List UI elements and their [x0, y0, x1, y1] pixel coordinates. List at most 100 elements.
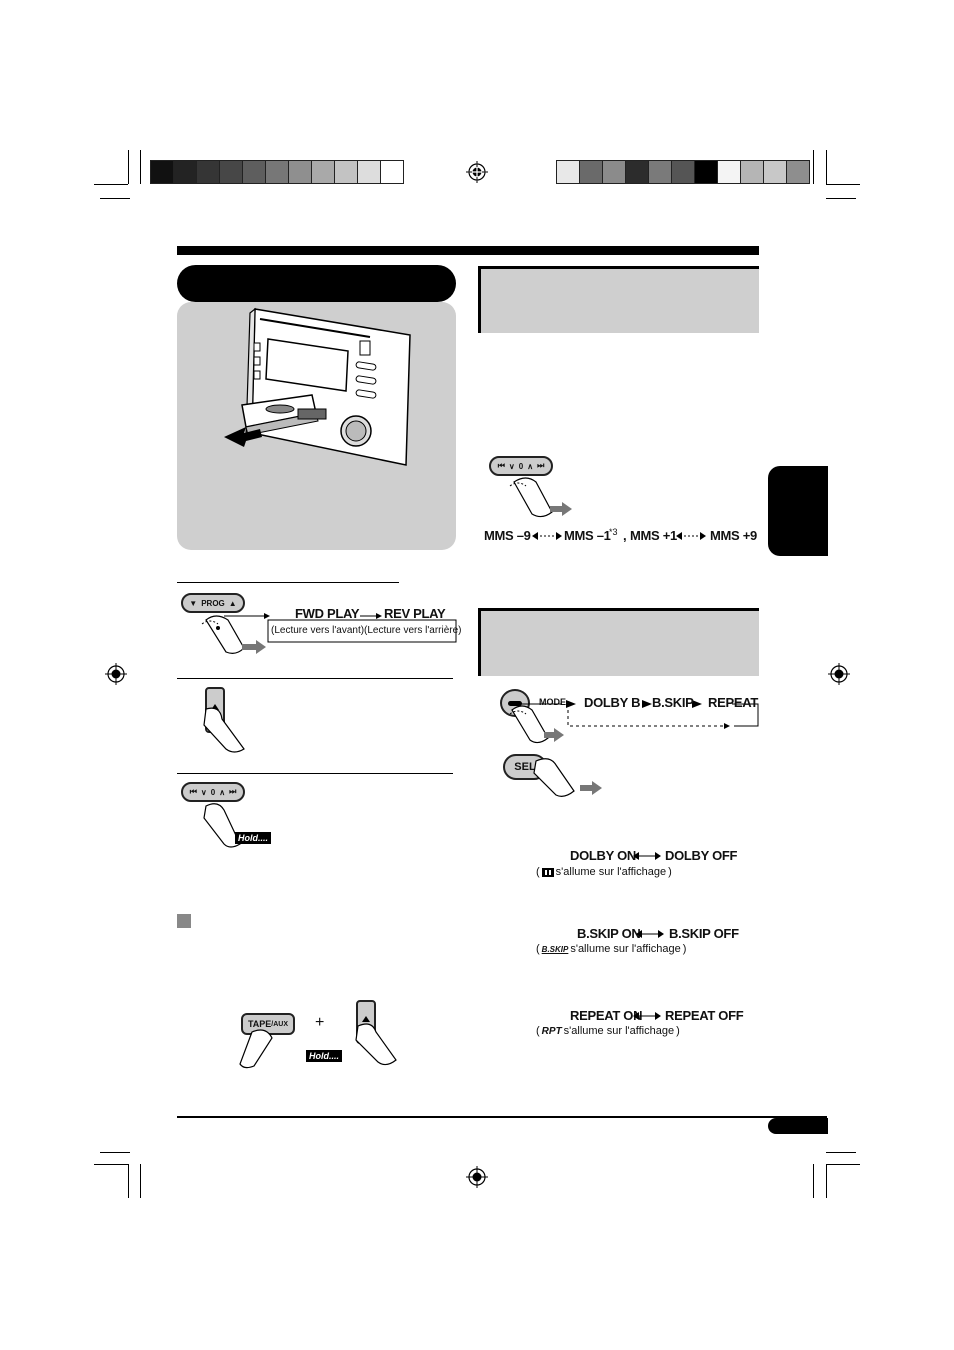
bottom-rule — [177, 1116, 827, 1118]
double-arrow-icon — [676, 532, 706, 540]
prog-down-arrow-icon: ▼ — [189, 598, 198, 608]
mms-minus1: MMS –1 — [564, 528, 611, 543]
prev-icon: ⏮ — [189, 787, 197, 796]
section-title-bar — [177, 265, 456, 302]
mode-label: MODE — [539, 697, 566, 707]
crop-mark-top-right — [813, 150, 814, 184]
mms-plus9: MMS +9 — [710, 528, 757, 543]
crop-mark-top-right-h — [826, 184, 860, 185]
registration-mark-right-icon — [828, 663, 850, 685]
eject-finger-icon — [203, 707, 245, 753]
color-swatch — [557, 161, 580, 183]
rule-section-1 — [177, 582, 399, 583]
color-swatch — [220, 161, 243, 183]
registration-mark-top-icon — [466, 161, 488, 183]
color-swatch — [695, 161, 718, 183]
repeat-off-label: REPEAT OFF — [665, 1008, 744, 1023]
bskip-label: B.SKIP — [652, 695, 694, 710]
mode-button-dash-icon — [508, 700, 522, 706]
zero-label: 0 — [518, 461, 524, 471]
next-icon: ⏭ — [537, 461, 545, 470]
crop-mark-top-right-h2 — [826, 198, 856, 199]
color-swatch — [741, 161, 764, 183]
crop-mark-bottom-left-h2 — [94, 1164, 128, 1165]
toggle-arrow-icon — [636, 930, 664, 938]
crop-mark-bottom-right-v2 — [826, 1164, 827, 1198]
car-stereo-illustration — [224, 307, 411, 466]
color-swatch — [243, 161, 266, 183]
crop-mark-top-left-h — [100, 198, 130, 199]
crop-mark-bottom-right-h2 — [826, 1164, 860, 1165]
tape-aux-finger-icon — [239, 1029, 273, 1069]
color-bar-right — [556, 160, 810, 184]
plus-sign: + — [315, 1014, 325, 1031]
hold-badge-2: Hold.... — [306, 1050, 342, 1062]
mms-plus1: MMS +1 — [630, 528, 677, 543]
registration-mark-bottom-icon — [466, 1166, 488, 1188]
repeat-on-label: REPEAT ON — [570, 1008, 643, 1023]
section-header-box-1 — [478, 266, 759, 333]
repeat-note: ( RPT s'allume sur l'affichage) — [536, 1025, 680, 1037]
tape-label: TAPE — [247, 1019, 272, 1029]
dolby-note: ( s'allume sur l'affichage) — [536, 866, 672, 878]
rule-section-2 — [177, 678, 453, 679]
bskip-indicator-icon: B.SKIP — [541, 944, 569, 954]
color-swatch — [358, 161, 381, 183]
toggle-arrow-icon — [633, 1012, 661, 1020]
eject-finger-icon-2 — [355, 1023, 397, 1066]
crop-mark-bottom-left-v — [128, 1164, 129, 1198]
zero-label: 0 — [210, 787, 216, 797]
crop-mark-top-left-inner — [140, 150, 141, 184]
dolby-b-label: DOLBY B — [584, 695, 641, 710]
dolby-off-label: DOLBY OFF — [665, 848, 738, 863]
rev-play-note: (Lecture vers l'arrière) — [364, 625, 462, 636]
crop-mark-bottom-left-v2 — [140, 1164, 141, 1198]
mms-finger-icon — [509, 477, 572, 518]
crop-mark-top-right-2 — [826, 150, 827, 184]
play-mode-bracket — [224, 613, 457, 643]
prog-up-arrow-icon: ▲ — [228, 598, 237, 608]
repeat-note-text: s'allume sur l'affichage — [563, 1025, 675, 1037]
mms-footnote: *3 — [609, 527, 618, 537]
page-number-tab — [768, 1118, 828, 1134]
sel-finger-icon — [533, 758, 602, 797]
skip-button[interactable]: ⏮ ∨ 0 ∧ ⏭ — [181, 782, 245, 802]
bskip-off-label: B.SKIP OFF — [669, 926, 739, 941]
mode-finger-icon — [509, 705, 564, 744]
aux-label: /AUX — [271, 1020, 289, 1028]
crop-mark-top-left — [94, 150, 134, 200]
dolby-indicator-icon — [541, 867, 554, 877]
prev-icon: ⏮ — [497, 461, 505, 470]
mode-flow-diagram — [518, 700, 759, 729]
color-swatch — [603, 161, 626, 183]
rev-play-label: REV PLAY — [384, 606, 446, 621]
color-swatch — [266, 161, 289, 183]
color-swatch — [580, 161, 603, 183]
fwd-play-note: (Lecture vers l'avant) — [271, 625, 365, 636]
next-icon: ⏭ — [229, 787, 237, 796]
color-swatch — [649, 161, 672, 183]
color-swatch — [151, 161, 174, 183]
rule-section-3 — [177, 773, 453, 774]
color-swatch — [626, 161, 649, 183]
mms-skip-button[interactable]: ⏮ ∨ 0 ∧ ⏭ — [489, 456, 553, 476]
toggle-arrow-icon — [633, 852, 661, 860]
bskip-on-label: B.SKIP ON — [577, 926, 641, 941]
crop-mark-bottom-right-v — [813, 1164, 814, 1198]
grey-bullet — [177, 914, 191, 928]
crop-mark-bottom-right-h — [826, 1152, 856, 1153]
color-swatch — [787, 161, 809, 183]
mms-minus9: MMS –9 — [484, 528, 531, 543]
up-icon: ∧ — [219, 787, 226, 797]
up-icon: ∧ — [527, 461, 534, 471]
pressing-finger-icon — [201, 615, 266, 654]
prog-button[interactable]: ▼ PROG ▲ — [181, 593, 245, 613]
repeat-label: REPEAT — [708, 695, 758, 710]
down-icon: ∨ — [508, 461, 515, 471]
color-swatch — [335, 161, 358, 183]
registration-mark-left-icon — [105, 663, 127, 685]
crop-mark-bottom-left-h — [100, 1152, 130, 1153]
skip-finger-icon — [203, 803, 241, 848]
top-rule — [177, 246, 759, 255]
color-swatch — [764, 161, 787, 183]
